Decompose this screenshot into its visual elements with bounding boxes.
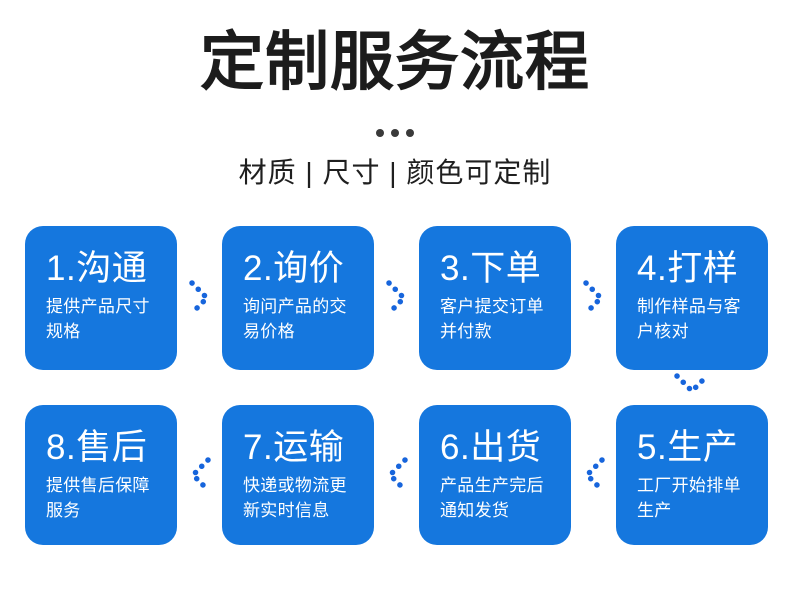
step-title: 2.询价 [243, 249, 345, 288]
page-subtitle: 材质 | 尺寸 | 颜色可定制 [238, 157, 552, 188]
step-title: 6.出货 [440, 428, 542, 467]
step-desc: 询问产品的交易价格 [243, 296, 347, 342]
step-card-8: 8.售后 提供售后保障服务 [25, 405, 177, 545]
arrow-right-icon [374, 226, 419, 370]
step-desc: 客户提交订单并付款 [440, 296, 544, 342]
dot-icon [391, 129, 399, 137]
flow-row-2: 8.售后 提供售后保障服务 7.运输 快递或物流更新实时信息 6.出货 产品生产… [25, 405, 768, 545]
step-card-3: 3.下单 客户提交订单并付款 [419, 226, 571, 370]
arrow-right-icon [571, 226, 616, 370]
ellipsis-dots-icon [0, 129, 790, 137]
step-card-4: 4.打样 制作样品与客户核对 [616, 226, 768, 370]
step-card-6: 6.出货 产品生产完后通知发货 [419, 405, 571, 545]
page-title: 定制服务流程 [200, 26, 590, 98]
step-desc: 产品生产完后通知发货 [440, 475, 544, 521]
step-desc: 提供产品尺寸规格 [46, 296, 150, 342]
step-title: 4.打样 [637, 249, 739, 288]
arrow-left-icon [571, 405, 616, 545]
step-desc: 工厂开始排单生产 [637, 475, 741, 521]
step-card-7: 7.运输 快递或物流更新实时信息 [222, 405, 374, 545]
step-desc: 提供售后保障服务 [46, 475, 150, 521]
step-card-2: 2.询价 询问产品的交易价格 [222, 226, 374, 370]
step-title: 7.运输 [243, 428, 345, 467]
arrow-left-icon [177, 405, 222, 545]
step-title: 3.下单 [440, 249, 542, 288]
step-desc: 制作样品与客户核对 [637, 296, 741, 342]
arrow-left-icon [374, 405, 419, 545]
step-card-5: 5.生产 工厂开始排单生产 [616, 405, 768, 545]
arrow-right-icon [177, 226, 222, 370]
step-title: 8.售后 [46, 428, 148, 467]
step-card-1: 1.沟通 提供产品尺寸规格 [25, 226, 177, 370]
arrow-down-icon [672, 371, 712, 397]
flow-row-1: 1.沟通 提供产品尺寸规格 2.询价 询问产品的交易价格 3.下单 客户提交订单… [25, 226, 768, 370]
dot-icon [376, 129, 384, 137]
step-title: 5.生产 [637, 428, 739, 467]
dot-icon [406, 129, 414, 137]
step-desc: 快递或物流更新实时信息 [243, 475, 347, 521]
step-title: 1.沟通 [46, 249, 148, 288]
